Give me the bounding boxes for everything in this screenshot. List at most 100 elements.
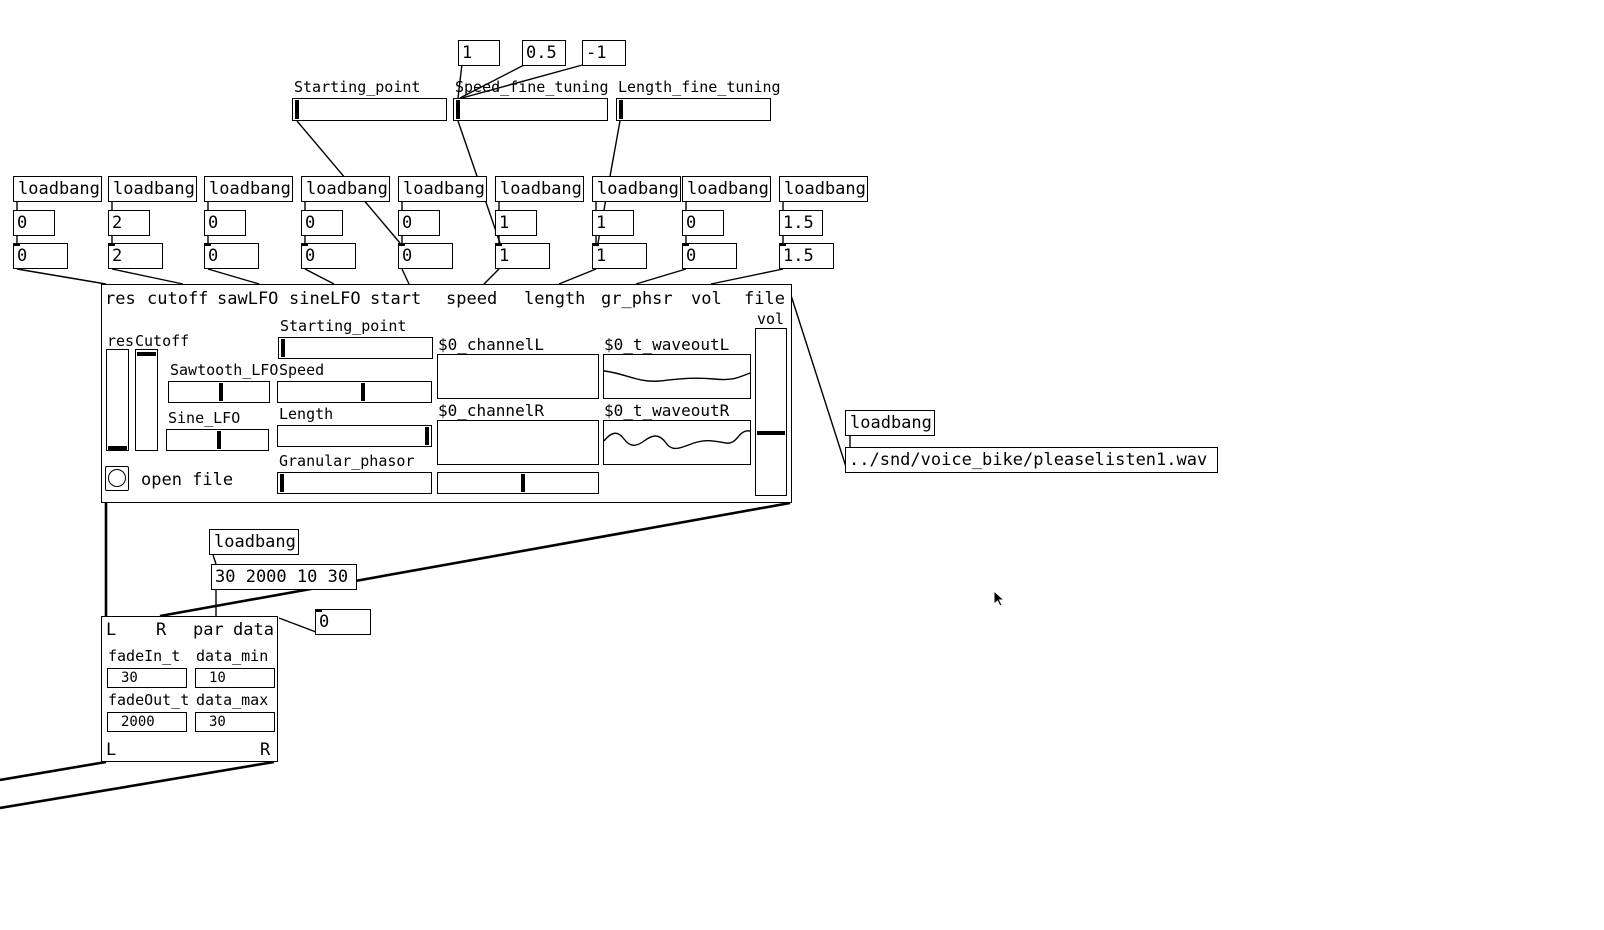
file-path-message[interactable]: ../snd/voice_bike/pleaselisten1.wav xyxy=(845,447,1218,473)
slider-label: Starting_point xyxy=(294,78,421,96)
patch-cord xyxy=(0,760,107,782)
waveoutL-label: $0_t_waveoutL xyxy=(604,335,730,354)
data-max-label: data_max xyxy=(196,691,269,709)
slider-label: Length_fine_tuning xyxy=(618,78,781,96)
fade-inlet-l: L xyxy=(106,620,117,640)
patch-cord xyxy=(483,268,500,285)
fade-params-message[interactable]: 30 2000 10 30 xyxy=(211,564,357,590)
patch-cord xyxy=(635,268,687,285)
waveoutL-array[interactable] xyxy=(603,354,751,399)
inlet-label-sineLFO: sineLFO xyxy=(289,289,361,309)
channelR-label: $0_channelR xyxy=(438,401,544,420)
message-box[interactable]: 0.5 xyxy=(522,40,566,66)
fade-outlet-l: L xyxy=(106,740,117,760)
message-box[interactable]: 0 xyxy=(398,210,440,236)
number-box[interactable]: 0 xyxy=(315,609,371,635)
number-box[interactable]: 1.5 xyxy=(779,243,834,269)
inlet-label-gr_phsr: gr_phsr xyxy=(601,289,673,309)
data-max-number[interactable]: 30 xyxy=(195,712,275,732)
number-box[interactable]: 0 xyxy=(13,243,68,269)
starting-point-slider[interactable] xyxy=(292,98,447,121)
inlet-label-res: res xyxy=(105,289,136,309)
message-box[interactable]: 1 xyxy=(592,210,634,236)
fadeout-label: fadeOut_t xyxy=(108,691,190,709)
fade-inlet-par: par xyxy=(193,620,224,640)
fadeout-number[interactable]: 2000 xyxy=(107,712,187,732)
inlet-label-start: start xyxy=(370,289,422,309)
message-box[interactable]: 1 xyxy=(458,40,500,66)
length-fine-tuning-slider[interactable] xyxy=(616,98,771,121)
message-box[interactable]: 2 xyxy=(108,210,150,236)
loadbang-object[interactable]: loadbang xyxy=(108,176,197,202)
fadein-number[interactable]: 30 xyxy=(107,668,187,688)
loadbang-fade[interactable]: loadbang xyxy=(209,529,299,555)
cutoff-label: Cutoff xyxy=(135,332,190,350)
message-box[interactable]: -1 xyxy=(582,40,626,66)
slider-label: Speed_fine_tuning xyxy=(455,78,609,96)
message-box[interactable]: 1 xyxy=(495,210,537,236)
message-box[interactable]: 0 xyxy=(682,210,724,236)
patch-cord xyxy=(159,501,791,618)
loadbang-object[interactable]: loadbang xyxy=(592,176,681,202)
number-box[interactable]: 0 xyxy=(301,243,356,269)
loadbang-object[interactable]: loadbang xyxy=(495,176,584,202)
loadbang-file[interactable]: loadbang xyxy=(845,410,935,436)
loadbang-object[interactable]: loadbang xyxy=(682,176,771,202)
channelL-array[interactable] xyxy=(437,354,599,399)
message-box[interactable]: 0 xyxy=(204,210,246,236)
loadbang-object[interactable]: loadbang xyxy=(204,176,293,202)
fade-inlet-data: data xyxy=(233,620,274,640)
speed-slider[interactable] xyxy=(277,381,432,403)
loadbang-object[interactable]: loadbang xyxy=(13,176,102,202)
mouse-cursor-icon xyxy=(993,590,1006,607)
fade-subpatch[interactable] xyxy=(101,616,278,762)
channelR-array[interactable] xyxy=(437,420,599,465)
vol-vslider[interactable] xyxy=(755,328,787,496)
patch-cord xyxy=(278,617,317,633)
waveoutR-array[interactable] xyxy=(603,420,751,465)
number-box[interactable]: 0 xyxy=(682,243,737,269)
waveoutR-label: $0_t_waveoutR xyxy=(604,401,730,420)
sawtooth-lfo-slider[interactable] xyxy=(168,381,270,403)
patch-cord xyxy=(787,285,848,471)
starting-point-label: Starting_point xyxy=(280,317,407,335)
message-box[interactable]: 0 xyxy=(13,210,55,236)
open-file-bang[interactable] xyxy=(105,466,129,491)
inlet-label-vol: vol xyxy=(691,289,722,309)
number-box[interactable]: 0 xyxy=(204,243,259,269)
res-vslider[interactable] xyxy=(106,349,129,451)
number-box[interactable]: 0 xyxy=(398,243,453,269)
number-box[interactable]: 1 xyxy=(495,243,550,269)
data-min-number[interactable]: 10 xyxy=(195,668,275,688)
speed-fine-tuning-slider[interactable] xyxy=(453,98,608,121)
channelL-label: $0_channelL xyxy=(438,335,544,354)
starting-point-slider-inner[interactable] xyxy=(278,337,433,359)
patch-cord xyxy=(207,268,260,285)
number-box[interactable]: 2 xyxy=(108,243,163,269)
fadein-label: fadeIn_t xyxy=(108,647,181,665)
fade-outlet-r: R xyxy=(260,740,271,760)
inlet-label-cutoff: cutoff xyxy=(147,289,209,309)
loadbang-object[interactable]: loadbang xyxy=(301,176,390,202)
data-min-label: data_min xyxy=(196,647,269,665)
cutoff-vslider[interactable] xyxy=(135,349,158,451)
message-box[interactable]: 1.5 xyxy=(779,210,823,236)
vol-label: vol xyxy=(757,310,785,328)
patch-cord xyxy=(710,268,784,285)
speed-label: Speed xyxy=(279,361,325,379)
sine-lfo-slider[interactable] xyxy=(166,429,269,451)
loadbang-object[interactable]: loadbang xyxy=(779,176,868,202)
granular-phasor-slider[interactable] xyxy=(277,472,432,494)
bang-circle-icon xyxy=(108,469,126,487)
patch-cord xyxy=(0,760,275,810)
message-box[interactable]: 0 xyxy=(301,210,343,236)
sawtooth-label: Sawtooth_LFO xyxy=(170,361,279,379)
position-slider[interactable] xyxy=(437,472,599,494)
patch-cord xyxy=(16,268,107,285)
number-box[interactable]: 1 xyxy=(592,243,647,269)
length-slider[interactable] xyxy=(277,425,432,447)
granular-phasor-label: Granular_phasor xyxy=(279,452,415,470)
inlet-label-speed: speed xyxy=(446,289,498,309)
patch-cord xyxy=(304,268,335,285)
loadbang-object[interactable]: loadbang xyxy=(398,176,487,202)
